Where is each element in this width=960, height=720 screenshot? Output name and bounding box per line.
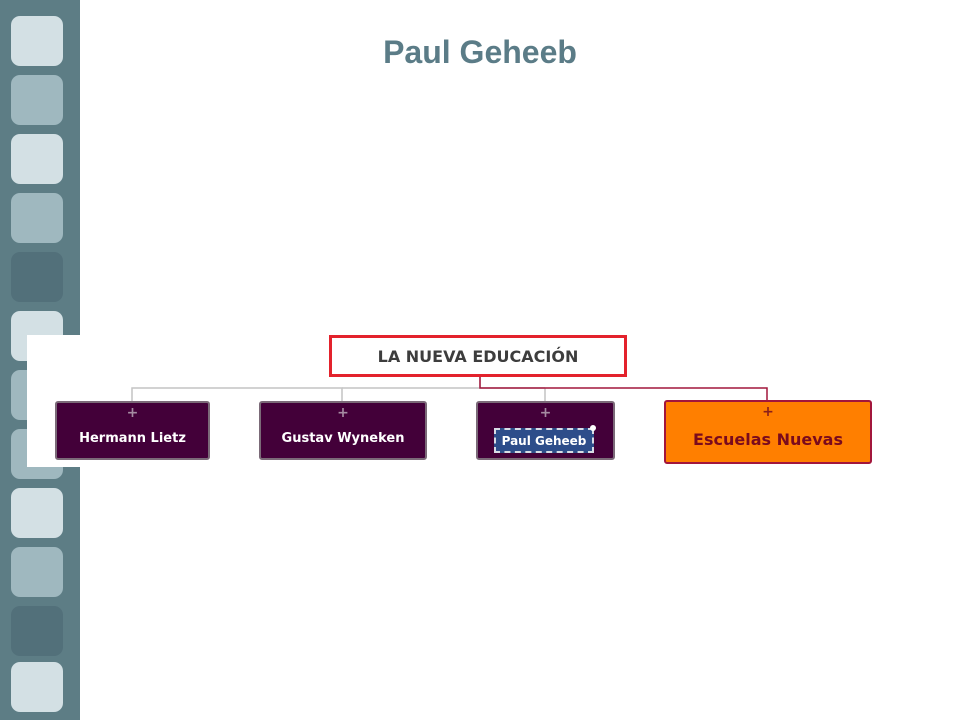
expand-plus-icon[interactable]: + bbox=[337, 405, 349, 421]
film-frame bbox=[11, 252, 63, 302]
node-hermann-lietz[interactable]: + Hermann Lietz bbox=[55, 401, 210, 460]
film-frame bbox=[11, 16, 63, 66]
mind-map-image: LA NUEVA EDUCACIÓN + Hermann Lietz + Gus… bbox=[27, 335, 887, 467]
node-label: Hermann Lietz bbox=[79, 431, 186, 446]
node-label: Gustav Wyneken bbox=[281, 431, 405, 446]
film-frame bbox=[11, 75, 63, 125]
film-frame bbox=[11, 662, 63, 712]
film-frame bbox=[11, 488, 63, 538]
film-frame bbox=[11, 547, 63, 597]
expand-plus-icon[interactable]: + bbox=[126, 405, 139, 421]
connector-line bbox=[479, 377, 546, 401]
expand-plus-icon[interactable]: + bbox=[539, 405, 552, 421]
node-gustav-wyneken[interactable]: + Gustav Wyneken bbox=[259, 401, 427, 460]
mind-map-connectors bbox=[131, 377, 768, 401]
connector-line bbox=[131, 387, 343, 401]
node-paul-geheeb[interactable]: + Paul Geheeb bbox=[476, 401, 615, 460]
connector-line bbox=[479, 377, 768, 401]
film-frame bbox=[11, 134, 63, 184]
root-node[interactable]: LA NUEVA EDUCACIÓN bbox=[329, 335, 627, 377]
root-node-label: LA NUEVA EDUCACIÓN bbox=[377, 346, 579, 366]
film-frame bbox=[11, 193, 63, 243]
resize-handle[interactable] bbox=[590, 425, 596, 431]
film-frame bbox=[11, 606, 63, 656]
slide-title: Paul Geheeb bbox=[383, 34, 577, 70]
node-label: Escuelas Nuevas bbox=[693, 430, 843, 449]
node-escuelas-nuevas[interactable]: + Escuelas Nuevas bbox=[664, 400, 872, 464]
expand-plus-icon[interactable]: + bbox=[762, 404, 774, 420]
selected-text-editor[interactable]: Paul Geheeb bbox=[494, 428, 594, 453]
